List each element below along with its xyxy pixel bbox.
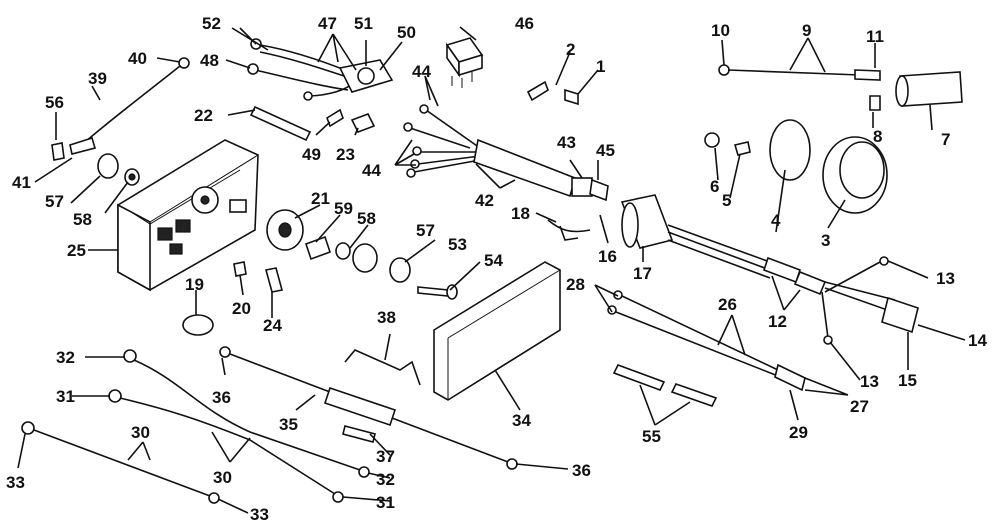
callout-32: 32 <box>376 470 395 489</box>
callout-58: 58 <box>73 210 92 229</box>
callout-28: 28 <box>566 275 585 294</box>
callout-30: 30 <box>131 423 150 442</box>
gauge <box>704 119 888 214</box>
callout-40: 40 <box>128 49 147 68</box>
cover-plate <box>433 261 561 401</box>
callout-44: 44 <box>362 161 381 180</box>
callout-14: 14 <box>968 331 987 350</box>
callout-12: 12 <box>768 312 787 331</box>
ground-cable <box>51 57 190 161</box>
callout-27: 27 <box>850 397 869 416</box>
callout-13: 13 <box>860 372 879 391</box>
callout-4: 4 <box>771 211 781 230</box>
callout-31: 31 <box>376 493 395 512</box>
washer <box>389 257 411 283</box>
callout-46: 46 <box>515 14 534 33</box>
callout-5: 5 <box>722 191 731 210</box>
callout-38: 38 <box>377 308 396 327</box>
callout-31: 31 <box>56 387 75 406</box>
callout-58: 58 <box>357 209 376 228</box>
callout-10: 10 <box>711 21 730 40</box>
harness-plug <box>620 194 919 345</box>
callout-9: 9 <box>802 21 811 40</box>
callout-3: 3 <box>821 231 830 250</box>
callout-47: 47 <box>318 14 337 33</box>
callout-36: 36 <box>212 388 231 407</box>
clip <box>526 80 549 102</box>
hose-clamp <box>182 314 214 336</box>
wire-bail <box>344 349 421 386</box>
leader-lines <box>17 26 966 514</box>
callout-25: 25 <box>67 241 86 260</box>
fuse-cable <box>219 346 518 470</box>
callout-57: 57 <box>45 192 64 211</box>
sub-harness <box>607 290 806 392</box>
callout-39: 39 <box>88 69 107 88</box>
callout-36: 36 <box>572 461 591 480</box>
callout-24: 24 <box>263 316 282 335</box>
callout-16: 16 <box>598 247 617 266</box>
callout-33: 33 <box>250 505 269 524</box>
callout-44: 44 <box>412 62 431 81</box>
pin <box>249 105 312 142</box>
callout-26: 26 <box>718 295 737 314</box>
washer <box>97 153 119 179</box>
callout-41: 41 <box>12 173 31 192</box>
retaining-clip <box>547 219 591 241</box>
callout-1: 1 <box>596 57 605 76</box>
bolt <box>417 286 449 297</box>
callout-42: 42 <box>475 191 494 210</box>
battery-cables <box>21 349 370 504</box>
callout-51: 51 <box>354 14 373 33</box>
callout-49: 49 <box>302 145 321 164</box>
callout-17: 17 <box>633 264 652 283</box>
callout-35: 35 <box>279 415 298 434</box>
callout-21: 21 <box>311 189 330 208</box>
callout-labels: 52 47 51 50 48 46 40 39 56 22 49 23 41 5… <box>6 14 987 524</box>
callout-37: 37 <box>376 447 395 466</box>
callout-23: 23 <box>336 145 355 164</box>
callout-34: 34 <box>512 411 531 430</box>
callout-54: 54 <box>484 251 503 270</box>
callout-29: 29 <box>789 423 808 442</box>
harness-main <box>403 104 609 202</box>
relay <box>445 37 484 88</box>
sleeve <box>612 364 666 391</box>
callout-19: 19 <box>185 275 204 294</box>
sender-lead <box>718 64 963 111</box>
callout-18: 18 <box>511 204 530 223</box>
callout-2: 2 <box>566 40 575 59</box>
callout-8: 8 <box>873 127 882 146</box>
callout-43: 43 <box>557 133 576 152</box>
callout-22: 22 <box>194 106 213 125</box>
bracket <box>233 261 247 277</box>
washer <box>352 243 378 273</box>
callout-57: 57 <box>416 221 435 240</box>
callout-59: 59 <box>334 199 353 218</box>
callout-55: 55 <box>642 427 661 446</box>
callout-50: 50 <box>397 23 416 42</box>
callout-30: 30 <box>213 468 232 487</box>
callout-48: 48 <box>200 51 219 70</box>
screw <box>564 88 579 106</box>
callout-53: 53 <box>448 235 467 254</box>
connector-block <box>350 112 376 134</box>
callout-13: 13 <box>936 269 955 288</box>
callout-20: 20 <box>232 299 251 318</box>
callout-45: 45 <box>596 141 615 160</box>
callout-32: 32 <box>56 348 75 367</box>
washer <box>335 242 351 260</box>
callout-56: 56 <box>45 93 64 112</box>
callout-7: 7 <box>941 130 950 149</box>
callout-6: 6 <box>710 177 719 196</box>
callout-33: 33 <box>6 473 25 492</box>
sleeve <box>670 383 718 407</box>
control-box <box>117 139 259 292</box>
callout-15: 15 <box>898 371 917 390</box>
screw <box>265 267 283 293</box>
callout-52: 52 <box>202 14 221 33</box>
callout-11: 11 <box>866 27 884 46</box>
